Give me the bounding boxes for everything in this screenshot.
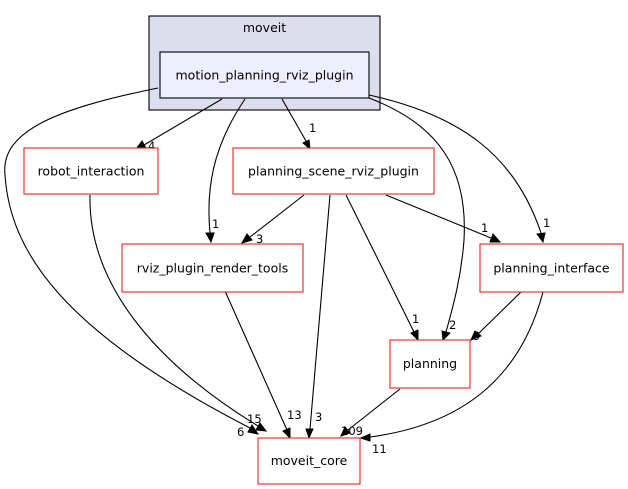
node-label: planning — [403, 356, 457, 371]
edge-arrowhead — [489, 233, 502, 243]
node-label: moveit_core — [271, 453, 348, 468]
edge-path — [369, 291, 544, 438]
edge-path — [347, 388, 401, 431]
edge-label: 1 — [412, 312, 419, 326]
edge-planning-moveit_core[interactable]: 109 — [340, 388, 401, 438]
edge-path — [477, 291, 522, 335]
edge-label: 3 — [256, 232, 263, 246]
edge-planning_interface-planning[interactable]: 9 — [470, 291, 522, 343]
node-planning-scene-rviz-plugin[interactable]: planning_scene_rviz_plugin — [232, 147, 435, 195]
edge-label: 11 — [372, 442, 387, 456]
edge-planning_scene_rviz_plugin-rviz_plugin_render_tools[interactable]: 3 — [240, 194, 305, 246]
edge-robot_interaction-moveit_core[interactable]: 15 — [89, 194, 268, 432]
node-label: motion_planning_rviz_plugin — [176, 68, 354, 83]
edge-label: 1 — [481, 221, 488, 235]
edge-label: 3 — [315, 410, 322, 424]
node-box — [389, 339, 471, 389]
edge-planning_interface-moveit_core[interactable]: 11 — [359, 291, 544, 456]
edge-path — [368, 94, 542, 234]
edge-main-planning[interactable]: 2 — [368, 97, 465, 342]
edge-arrowhead — [340, 426, 351, 437]
edge-arrowhead — [255, 422, 268, 432]
edge-path — [385, 194, 492, 239]
edge-arrowhead — [240, 233, 253, 244]
node-box — [159, 51, 370, 99]
edge-path — [368, 97, 465, 333]
edge-rviz_plugin_render_tools-moveit_core[interactable]: 13 — [224, 290, 302, 440]
node-motion-planning-rviz-plugin[interactable]: motion_planning_rviz_plugin — [159, 51, 370, 99]
edge-arrowhead — [410, 329, 419, 342]
edge-label: 15 — [247, 412, 262, 426]
node-box — [121, 243, 304, 293]
edge-arrowhead — [205, 232, 215, 244]
edge-path — [281, 98, 307, 142]
node-label: robot_interaction — [38, 164, 145, 179]
node-planning[interactable]: planning — [389, 339, 471, 389]
edge-label: 1 — [212, 217, 219, 231]
edge-path — [143, 98, 223, 146]
edge-label: 2 — [449, 318, 456, 332]
edge-path — [224, 290, 288, 431]
edge-path — [89, 194, 259, 427]
edge-arrowhead — [359, 433, 371, 442]
node-label: rviz_plugin_render_tools — [137, 261, 288, 276]
edge-label: 109 — [341, 424, 363, 438]
edge-path — [208, 98, 246, 234]
edge-arrowhead — [302, 139, 311, 151]
edge-planning_scene_rviz_plugin-moveit_core[interactable]: 3 — [305, 194, 331, 440]
node-planning-interface[interactable]: planning_interface — [479, 243, 624, 293]
edge-main-planning_interface[interactable]: 1 — [368, 94, 550, 244]
edge-main-moveit_core[interactable]: 6 — [4, 87, 260, 439]
edge-label: 1 — [309, 121, 316, 135]
node-robot-interaction[interactable]: robot_interaction — [23, 147, 159, 195]
edge-planning_scene_rviz_plugin-planning[interactable]: 1 — [345, 194, 419, 342]
edge-label: 13 — [287, 408, 302, 422]
edge-path — [4, 87, 251, 429]
edge-main-rviz_plugin_render_tools[interactable]: 1 — [205, 98, 246, 244]
node-rviz-plugin-render-tools[interactable]: rviz_plugin_render_tools — [121, 243, 304, 293]
node-label: planning_scene_rviz_plugin — [248, 164, 419, 179]
edge-path — [309, 194, 331, 430]
edge-path — [249, 194, 305, 238]
edge-arrowhead — [536, 232, 546, 244]
edge-label: 6 — [237, 425, 244, 439]
node-label: planning_interface — [493, 261, 610, 276]
edge-arrowhead — [305, 428, 314, 440]
edge-path — [345, 194, 415, 333]
edge-label: 4 — [148, 139, 155, 153]
node-box — [23, 147, 159, 195]
edge-planning_scene_rviz_plugin-planning_interface[interactable]: 1 — [385, 194, 502, 243]
node-box — [257, 437, 361, 485]
edge-arrowhead — [441, 330, 451, 342]
edge-label: 9 — [473, 329, 480, 343]
node-box — [479, 243, 624, 293]
node-box — [232, 147, 435, 195]
edge-label: 1 — [543, 216, 550, 230]
node-moveit-core[interactable]: moveit_core — [257, 437, 361, 485]
edge-main-planning_scene_rviz_plugin[interactable]: 1 — [281, 98, 316, 151]
edge-arrowhead — [470, 330, 482, 341]
edge-arrowhead — [282, 427, 291, 440]
edge-arrowhead — [247, 424, 260, 435]
cluster-moveit-label: moveit — [243, 20, 286, 35]
